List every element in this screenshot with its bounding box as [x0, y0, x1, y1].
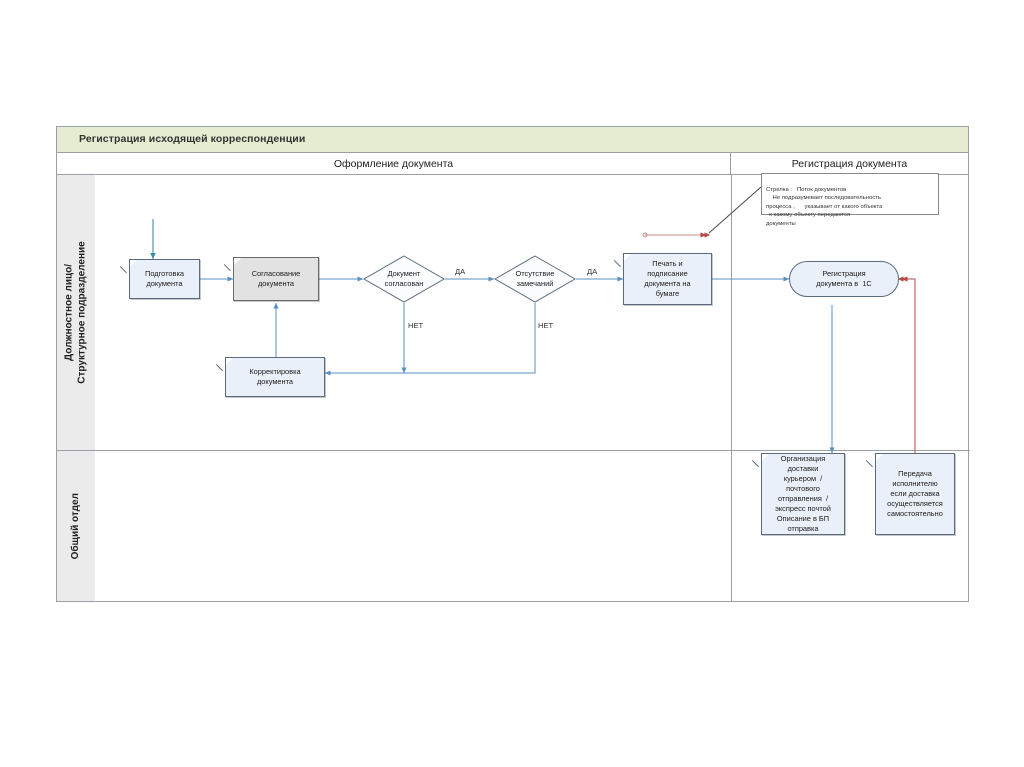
swimlane-diagram: Регистрация исходящей корреспонденции Оф…: [56, 126, 970, 602]
lane-label-column: Должностное лицо/Структурное подразделен…: [57, 175, 95, 601]
lane-label-general-dept: Общий отдел: [57, 451, 95, 601]
edge-label-no-1: НЕТ: [408, 321, 424, 330]
edge-label-yes-2: ДА: [587, 267, 598, 276]
note-arrow-legend: Стрелка : Поток документов Не подразумев…: [761, 173, 939, 227]
lane-label-official-text: Должностное лицо/Структурное подразделен…: [63, 241, 88, 384]
lane-label-general-dept-text: Общий отдел: [69, 492, 81, 560]
diagram-title: Регистрация исходящей корреспонденции: [79, 133, 306, 145]
diamond-shape-1: [362, 255, 446, 303]
phase-header-registraciya: Регистрация документа: [791, 158, 908, 170]
phase-header-row: Оформление документа Регистрация докумен…: [57, 153, 968, 175]
diagram-title-band: Регистрация исходящей корреспонденции: [57, 127, 968, 153]
note-arrow-legend-text: Стрелка : Поток документов Не подразумев…: [766, 186, 883, 227]
diamond-shape-2: [493, 255, 577, 303]
lane-label-official: Должностное лицо/Структурное подразделен…: [57, 175, 95, 451]
phase-header-oformlenie: Оформление документа: [57, 153, 731, 175]
phase-divider-vertical: [731, 175, 732, 601]
edge-label-yes-1: ДА: [455, 267, 466, 276]
edge-label-no-2: НЕТ: [538, 321, 554, 330]
lane-body-official: [95, 175, 970, 451]
